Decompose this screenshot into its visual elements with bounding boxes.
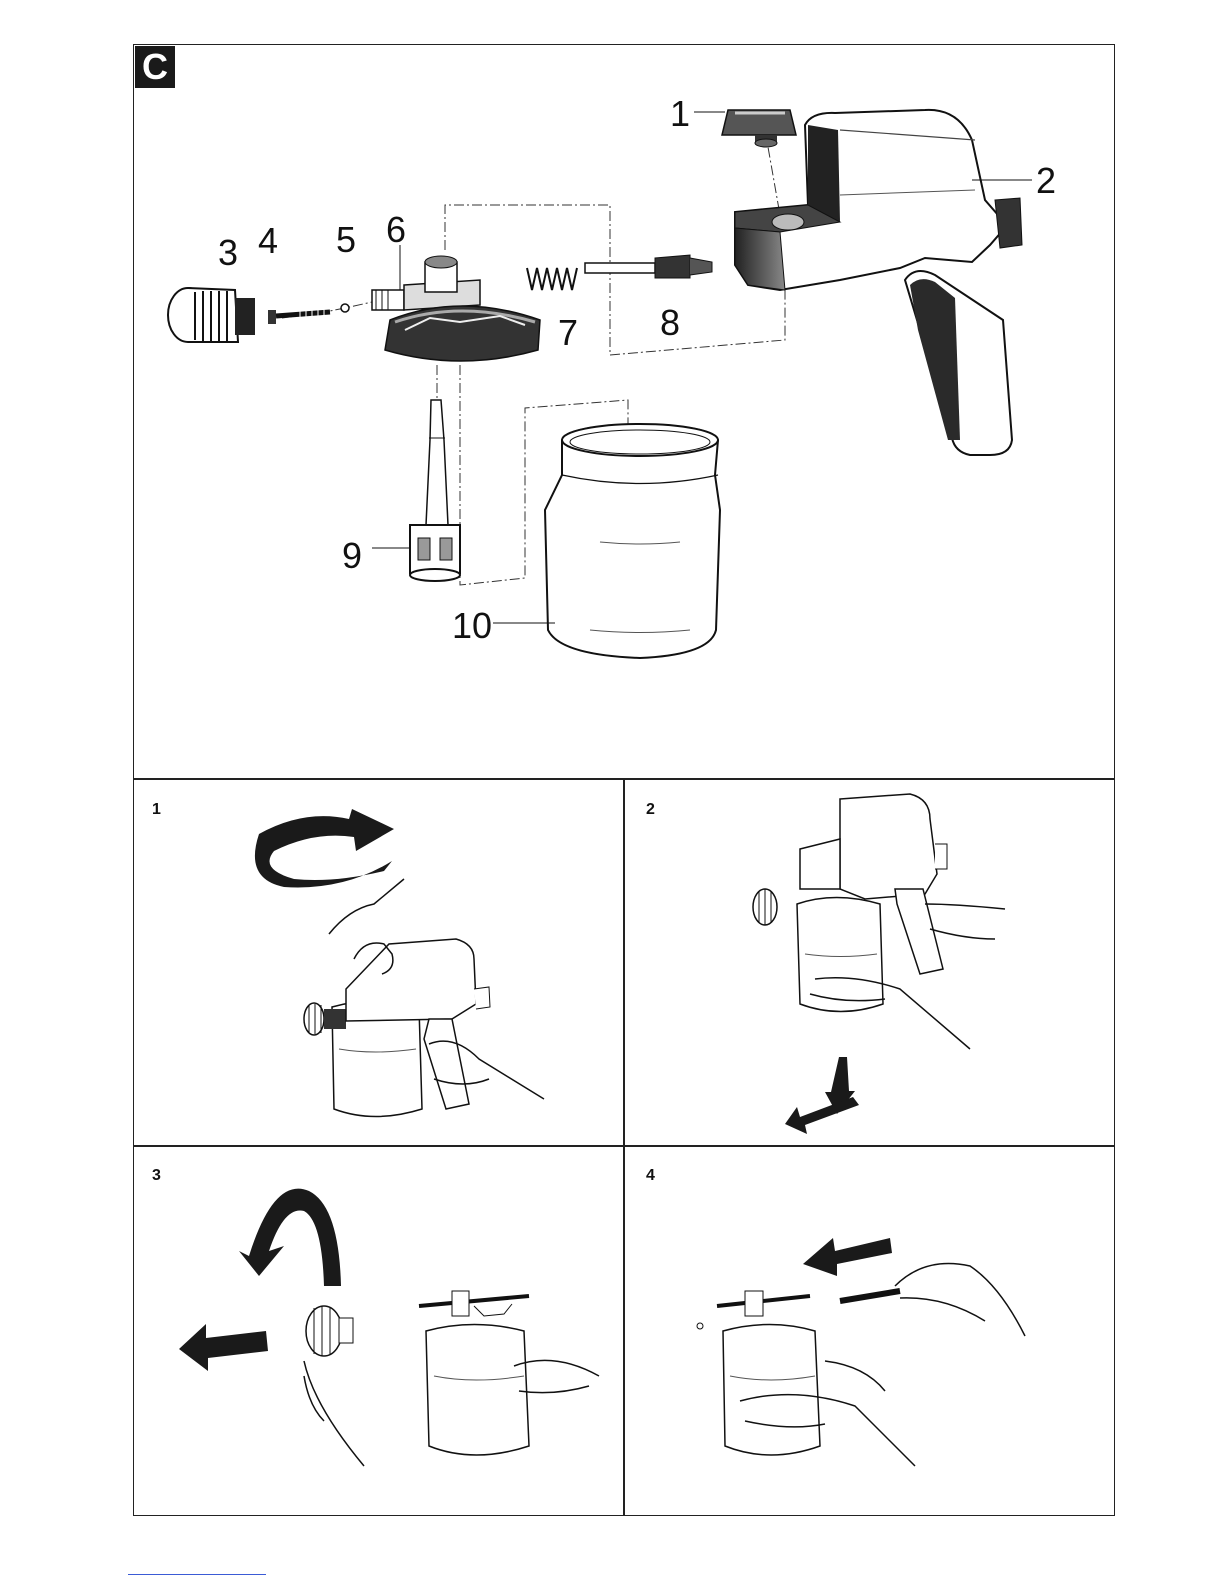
panel-3-illustration: [134, 1146, 624, 1516]
exploded-view: 1 2 3 4 5 6 7 8 9 10: [0, 0, 1225, 780]
callout-7: 7: [558, 312, 578, 353]
part-3-nozzle-cap: [168, 288, 255, 342]
callout-10: 10: [452, 605, 492, 646]
part-8-valve-rod: [585, 255, 712, 278]
push-rotate-arrow-icon: [785, 1057, 859, 1134]
callout-5: 5: [336, 219, 356, 260]
part-9-suction-tube: [410, 400, 460, 581]
part-7-spring: [527, 268, 577, 290]
part-2-housing: [735, 110, 1022, 455]
callout-4: 4: [258, 220, 278, 261]
panel-2-illustration: [625, 779, 1115, 1145]
callout-2: 2: [1036, 160, 1056, 201]
curved-arrow-icon: [239, 1189, 341, 1286]
left-arrow-icon: [179, 1324, 268, 1371]
callout-9: 9: [342, 535, 362, 576]
panel-4-illustration: [625, 1146, 1115, 1516]
part-4-screw: [268, 309, 330, 324]
callout-6: 6: [386, 209, 406, 250]
rotate-arrow-icon: [255, 809, 394, 887]
callout-8: 8: [660, 302, 680, 343]
part-6-valve-body: [372, 256, 540, 361]
left-arrow-icon: [803, 1238, 892, 1276]
part-10-container: [545, 424, 720, 658]
part-1-knob: [722, 110, 796, 147]
callout-1: 1: [670, 93, 690, 134]
callout-3: 3: [218, 232, 238, 273]
panel-1-illustration: [134, 779, 624, 1145]
part-5-ball: [341, 304, 349, 312]
bottom-underline: [128, 1574, 266, 1575]
